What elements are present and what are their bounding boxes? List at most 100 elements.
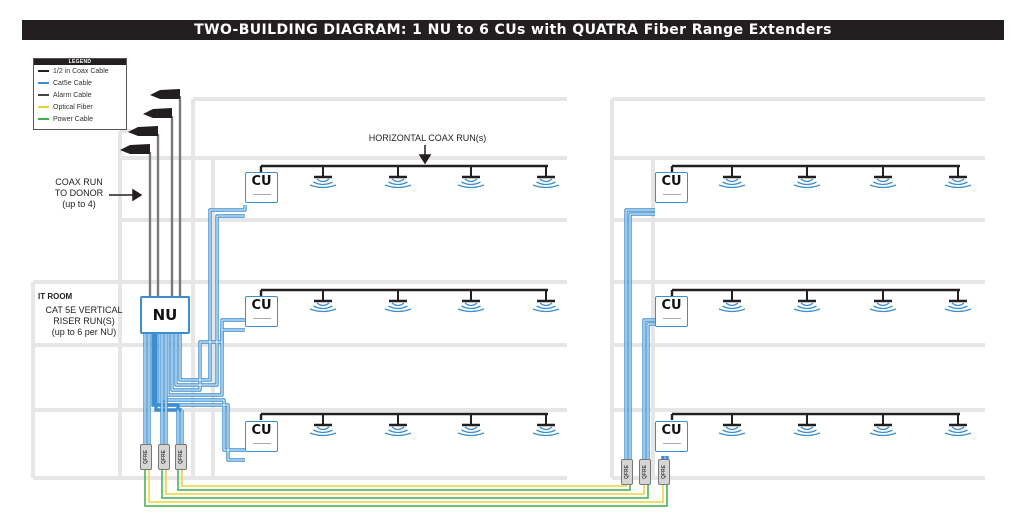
signal-wave-icon xyxy=(876,178,890,183)
fre-label: QFRE xyxy=(143,450,149,464)
horizontal-coax-runs xyxy=(259,164,972,437)
signal-wave-icon xyxy=(391,302,405,307)
legend-swatch-power xyxy=(38,118,49,120)
cu-status-line xyxy=(662,443,681,444)
signal-wave-icon xyxy=(384,432,412,437)
signal-wave-icon xyxy=(800,302,814,307)
cu-label: CU xyxy=(661,174,682,189)
riser-label: CAT 5E VERTICAL RISER RUN(S) (up to 6 pe… xyxy=(30,305,138,338)
nu-label: NU xyxy=(152,306,178,324)
central-unit-b1-f1: CU xyxy=(245,172,278,203)
signal-wave-icon xyxy=(461,429,481,434)
cat5e-building-1 xyxy=(158,205,247,462)
signal-wave-icon xyxy=(800,178,814,183)
central-unit-b2-f2: CU xyxy=(655,296,688,327)
legend-item-cat5e: Cat5e Cable xyxy=(34,77,126,89)
signal-wave-icon xyxy=(464,426,478,431)
signal-wave-icon xyxy=(869,184,897,189)
fiber-range-extender-b1-3: QFRE xyxy=(175,444,187,470)
legend-label: Alarm Cable xyxy=(53,91,92,99)
central-unit-b2-f3: CU xyxy=(655,421,688,452)
signal-wave-icon xyxy=(944,432,972,437)
signal-wave-icon xyxy=(313,429,333,434)
signal-wave-icon xyxy=(388,305,408,310)
signal-wave-icon xyxy=(718,308,746,313)
fre-label: QFRE xyxy=(624,465,630,479)
legend-swatch-alarm xyxy=(38,94,49,96)
signal-wave-icon xyxy=(722,305,742,310)
riser-line-1: CAT 5E VERTICAL xyxy=(45,305,123,315)
signal-wave-icon xyxy=(309,432,337,437)
central-unit-b2-f1: CU xyxy=(655,172,688,203)
legend: LEGEND 1/2 in Coax Cable Cat5e Cable Ala… xyxy=(33,58,127,130)
signal-wave-icon xyxy=(464,302,478,307)
fiber-range-extender-b2-3: QFRE xyxy=(658,459,670,485)
legend-swatch-fiber xyxy=(38,106,49,108)
fiber-range-extender-b2-2: QFRE xyxy=(639,459,651,485)
signal-wave-icon xyxy=(793,432,821,437)
coax-donor-line-3: (up to 4) xyxy=(62,199,96,209)
coax-donor-line-2: TO DONOR xyxy=(54,188,104,198)
fre-label: QFRE xyxy=(178,450,184,464)
signal-wave-icon xyxy=(718,184,746,189)
legend-title: LEGEND xyxy=(34,59,126,65)
legend-swatch-coax xyxy=(38,70,49,72)
legend-item-alarm: Alarm Cable xyxy=(34,89,126,101)
signal-wave-icon xyxy=(316,426,330,431)
signal-wave-icon xyxy=(539,178,553,183)
fiber-power-run xyxy=(144,468,668,507)
central-unit-b1-f3: CU xyxy=(245,421,278,452)
signal-wave-icon xyxy=(391,178,405,183)
signal-wave-icon xyxy=(869,308,897,313)
signal-wave-icon xyxy=(725,426,739,431)
cu-status-line xyxy=(662,194,681,195)
cu-status-line xyxy=(252,443,271,444)
building-1-structure xyxy=(31,97,567,480)
signal-wave-icon xyxy=(313,305,333,310)
signal-wave-icon xyxy=(725,178,739,183)
coax-donor-label: COAX RUN TO DONOR (up to 4) xyxy=(48,177,110,210)
it-room-label: IT ROOM xyxy=(38,292,73,301)
signal-wave-icon xyxy=(532,308,560,313)
fiber-range-extender-b1-1: QFRE xyxy=(140,444,152,470)
signal-wave-icon xyxy=(313,181,333,186)
signal-wave-icon xyxy=(800,426,814,431)
cat5e-to-fre xyxy=(143,330,184,444)
signal-wave-icon xyxy=(457,184,485,189)
fiber-range-extender-b1-2: QFRE xyxy=(158,444,170,470)
cu-label: CU xyxy=(661,423,682,438)
signal-wave-icon xyxy=(725,302,739,307)
signal-wave-icon xyxy=(532,432,560,437)
legend-label: 1/2 in Coax Cable xyxy=(53,67,109,75)
cu-status-line xyxy=(662,318,681,319)
donor-coax-runs xyxy=(148,96,182,296)
legend-item-power: Power Cable xyxy=(34,113,126,125)
legend-item-fiber: Optical Fiber xyxy=(34,101,126,113)
signal-wave-icon xyxy=(873,305,893,310)
signal-wave-icon xyxy=(464,178,478,183)
legend-label: Power Cable xyxy=(53,115,94,123)
signal-wave-icon xyxy=(951,178,965,183)
signal-wave-icon xyxy=(948,181,968,186)
cu-status-line xyxy=(252,194,271,195)
signal-wave-icon xyxy=(309,308,337,313)
page-title: TWO-BUILDING DIAGRAM: 1 NU to 6 CUs with… xyxy=(22,20,1004,40)
signal-wave-icon xyxy=(384,308,412,313)
fre-label: QFRE xyxy=(661,465,667,479)
signal-wave-icon xyxy=(797,429,817,434)
coax-donor-line-1: COAX RUN xyxy=(55,177,103,187)
signal-wave-icon xyxy=(873,429,893,434)
signal-wave-icon xyxy=(951,302,965,307)
signal-wave-icon xyxy=(384,184,412,189)
donor-antennas xyxy=(120,89,180,154)
riser-line-3: (up to 6 per NU) xyxy=(51,327,117,337)
signal-wave-icon xyxy=(539,302,553,307)
signal-wave-icon xyxy=(869,432,897,437)
signal-wave-icon xyxy=(797,181,817,186)
cu-status-line xyxy=(252,318,271,319)
signal-wave-icon xyxy=(722,181,742,186)
cu-label: CU xyxy=(251,298,272,313)
label-arrows xyxy=(109,145,432,202)
signal-wave-icon xyxy=(532,184,560,189)
